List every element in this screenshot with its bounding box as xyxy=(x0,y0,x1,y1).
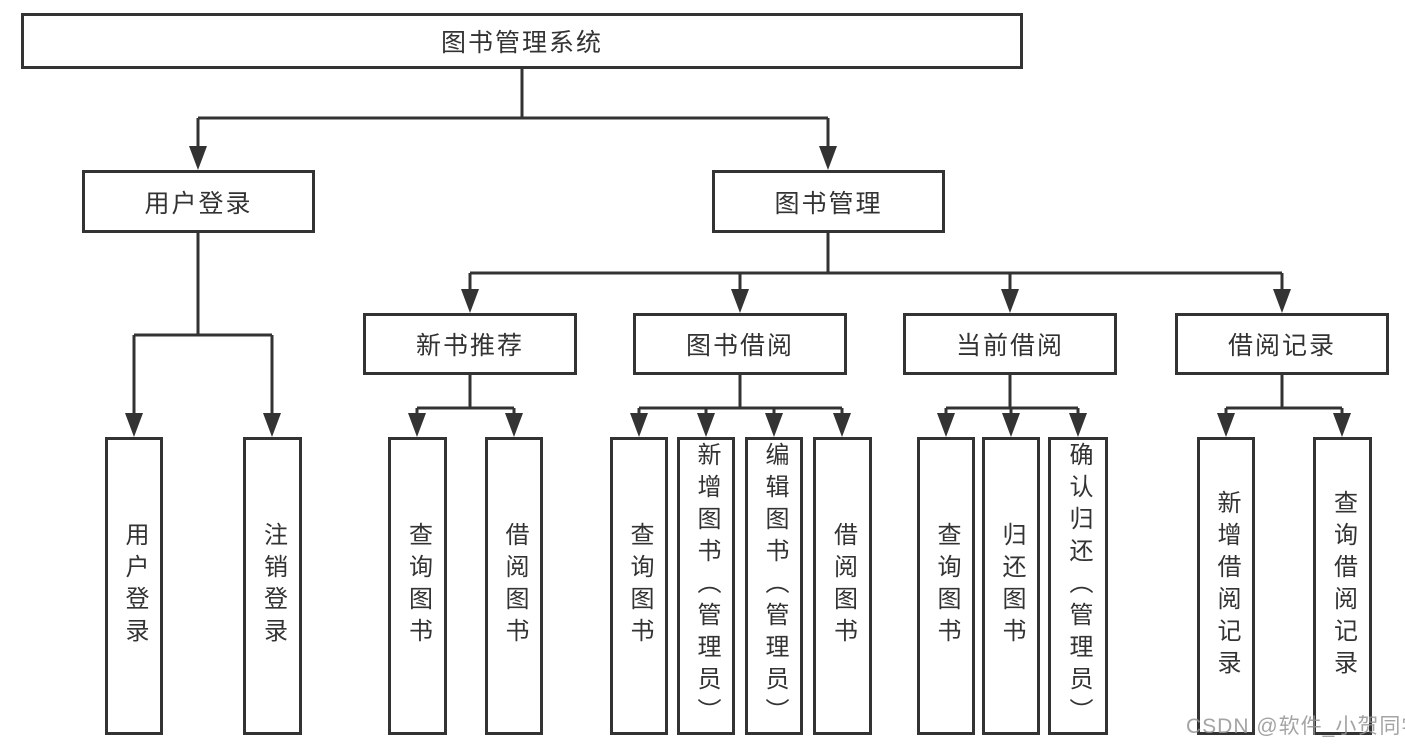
leaf-search-books-borrowing: 查询图书 xyxy=(610,437,668,735)
arrow-icon xyxy=(937,413,955,437)
leaf-return-books: 归还图书 xyxy=(982,437,1040,735)
arrow-icon xyxy=(765,413,783,437)
leaf-label: 确认归还（管理员） xyxy=(1065,442,1092,730)
arrow-icon xyxy=(731,289,749,313)
arrowheads xyxy=(125,146,1351,437)
leaf-label: 编辑图书（管理员） xyxy=(761,442,788,730)
arrow-icon xyxy=(1333,413,1351,437)
leaf-search-borrow-record: 查询借阅记录 xyxy=(1313,437,1372,735)
node-book-management: 图书管理 xyxy=(712,170,945,233)
leaf-label: 借阅图书 xyxy=(829,522,857,650)
leaf-borrow-books-recommend: 借阅图书 xyxy=(485,437,543,735)
node-label: 图书管理系统 xyxy=(440,29,603,57)
leaf-add-books-admin: 新增图书（管理员） xyxy=(677,437,735,735)
arrow-icon xyxy=(461,289,479,313)
node-borrowing-records: 借阅记录 xyxy=(1175,313,1389,375)
node-label: 当前借阅 xyxy=(955,332,1064,360)
leaf-search-books-recommend: 查询图书 xyxy=(388,437,447,735)
arrow-icon xyxy=(1273,289,1291,313)
leaf-label: 借阅图书 xyxy=(501,522,528,650)
csdn-watermark: CSDN @软件_小贺同学 xyxy=(1186,715,1405,738)
arrow-icon xyxy=(1217,413,1235,437)
arrow-icon xyxy=(189,146,207,170)
arrow-icon xyxy=(819,146,837,170)
leaf-user-login: 用户登录 xyxy=(105,437,163,735)
leaf-label: 用户登录 xyxy=(121,522,148,650)
node-label: 用户登录 xyxy=(144,189,253,218)
arrow-icon xyxy=(263,413,281,437)
node-label: 新书推荐 xyxy=(415,332,524,360)
node-label: 图书管理 xyxy=(774,189,883,218)
arrow-icon xyxy=(1001,289,1019,313)
leaf-label: 查询图书 xyxy=(404,522,432,650)
leaf-label: 归还图书 xyxy=(998,522,1025,650)
leaf-search-books-current: 查询图书 xyxy=(917,437,975,735)
node-new-book-recommend: 新书推荐 xyxy=(363,313,577,375)
arrow-icon xyxy=(630,413,648,437)
arrow-icon xyxy=(1002,413,1020,437)
leaf-label: 注销登录 xyxy=(259,522,287,650)
arrow-icon xyxy=(1069,413,1087,437)
arrow-icon xyxy=(408,413,426,437)
leaf-add-borrow-record: 新增借阅记录 xyxy=(1197,437,1255,735)
leaf-edit-books-admin: 编辑图书（管理员） xyxy=(745,437,803,735)
arrow-icon xyxy=(505,413,523,437)
arrow-icon xyxy=(125,413,143,437)
node-label: 图书借阅 xyxy=(685,332,794,360)
leaf-borrow-books-borrowing: 借阅图书 xyxy=(813,437,872,735)
arrow-icon xyxy=(697,413,715,437)
leaf-label: 查询借阅记录 xyxy=(1329,490,1357,682)
leaf-label: 查询图书 xyxy=(626,522,653,650)
leaf-label: 新增图书（管理员） xyxy=(693,442,720,730)
leaf-logout: 注销登录 xyxy=(243,437,302,735)
node-user-login-group: 用户登录 xyxy=(82,170,315,233)
node-label: 借阅记录 xyxy=(1227,332,1336,360)
node-current-borrowing: 当前借阅 xyxy=(903,313,1117,375)
arrow-icon xyxy=(833,413,851,437)
node-library-system: 图书管理系统 xyxy=(21,13,1023,69)
leaf-label: 查询图书 xyxy=(933,522,960,650)
connector-path xyxy=(132,69,1344,413)
node-book-borrowing: 图书借阅 xyxy=(633,313,847,375)
leaf-label: 新增借阅记录 xyxy=(1213,490,1240,682)
leaf-confirm-return-admin: 确认归还（管理员） xyxy=(1048,437,1108,735)
